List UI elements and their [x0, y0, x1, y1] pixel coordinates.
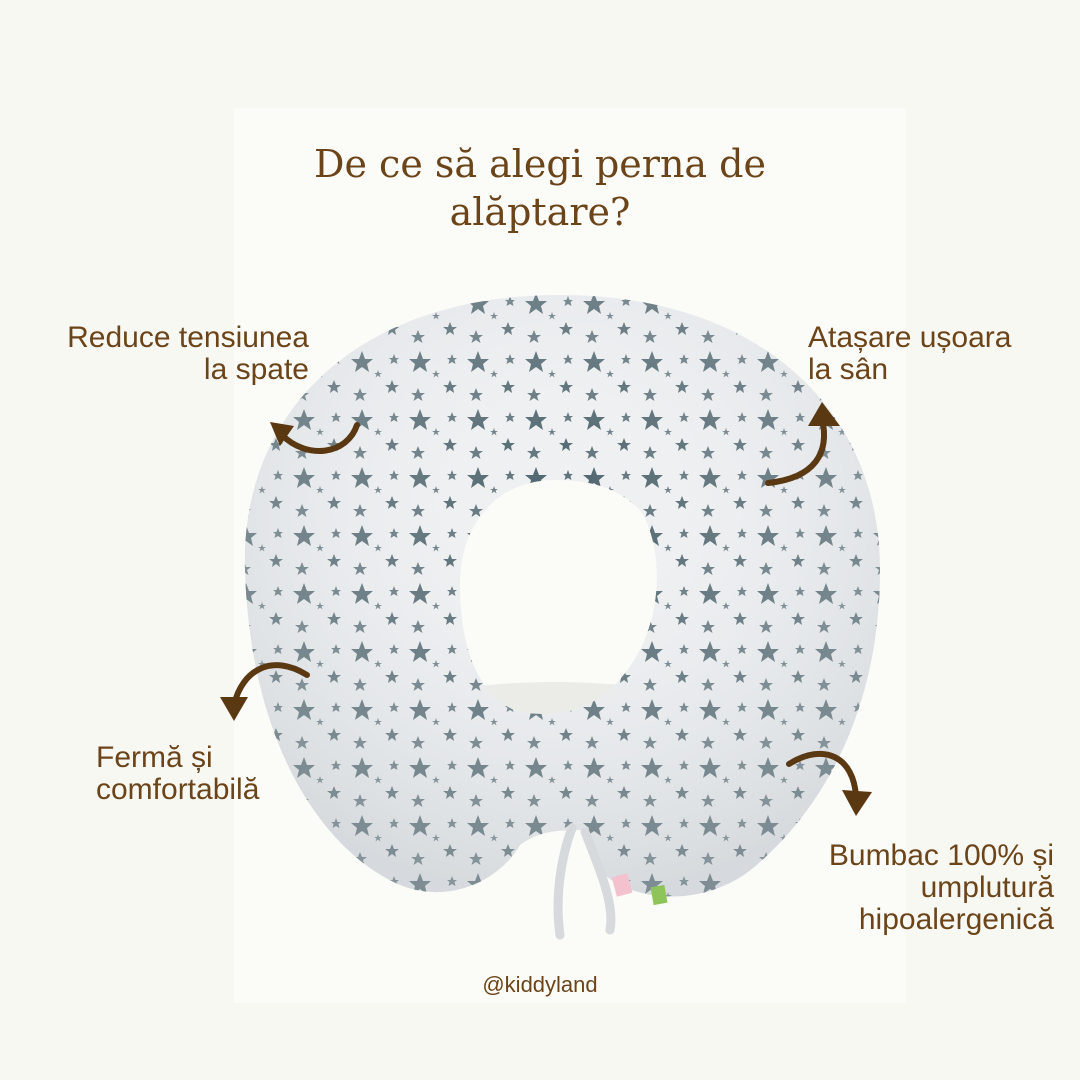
feature-back-line2: la spate — [203, 353, 309, 386]
feature-cotton-line1: Bumbac 100% și — [828, 839, 1054, 872]
feature-cotton-line2: umplutură — [920, 871, 1054, 904]
feature-firm-line2: comfortabilă — [96, 773, 260, 806]
curved-arrow-icon-back — [270, 422, 360, 454]
curved-arrow-icon-cotton — [786, 751, 872, 816]
feature-cotton-line3: hipoalergenică — [858, 903, 1054, 936]
feature-back-tension: Reduce tensiunea la spate — [67, 322, 309, 386]
brand-handle: @kiddyland — [482, 972, 598, 997]
page-title: De ce să alegi perna de alăptare? — [314, 142, 766, 234]
curved-arrow-icon-latch — [765, 402, 840, 486]
feature-back-line1: Reduce tensiunea — [67, 321, 309, 354]
feature-latch-line2: la sân — [808, 353, 889, 386]
feature-cotton-hypoallergenic: Bumbac 100% și umplutură hipoalergenică — [829, 840, 1054, 936]
feature-firm-line1: Fermă și — [96, 741, 213, 774]
curved-arrow-icon-firm — [220, 662, 310, 721]
feature-firm-comfortable: Fermă și comfortabilă — [96, 742, 259, 806]
feature-easy-latch: Atașare ușoara la sân — [808, 322, 1011, 386]
feature-latch-line1: Atașare ușoara — [808, 321, 1012, 354]
